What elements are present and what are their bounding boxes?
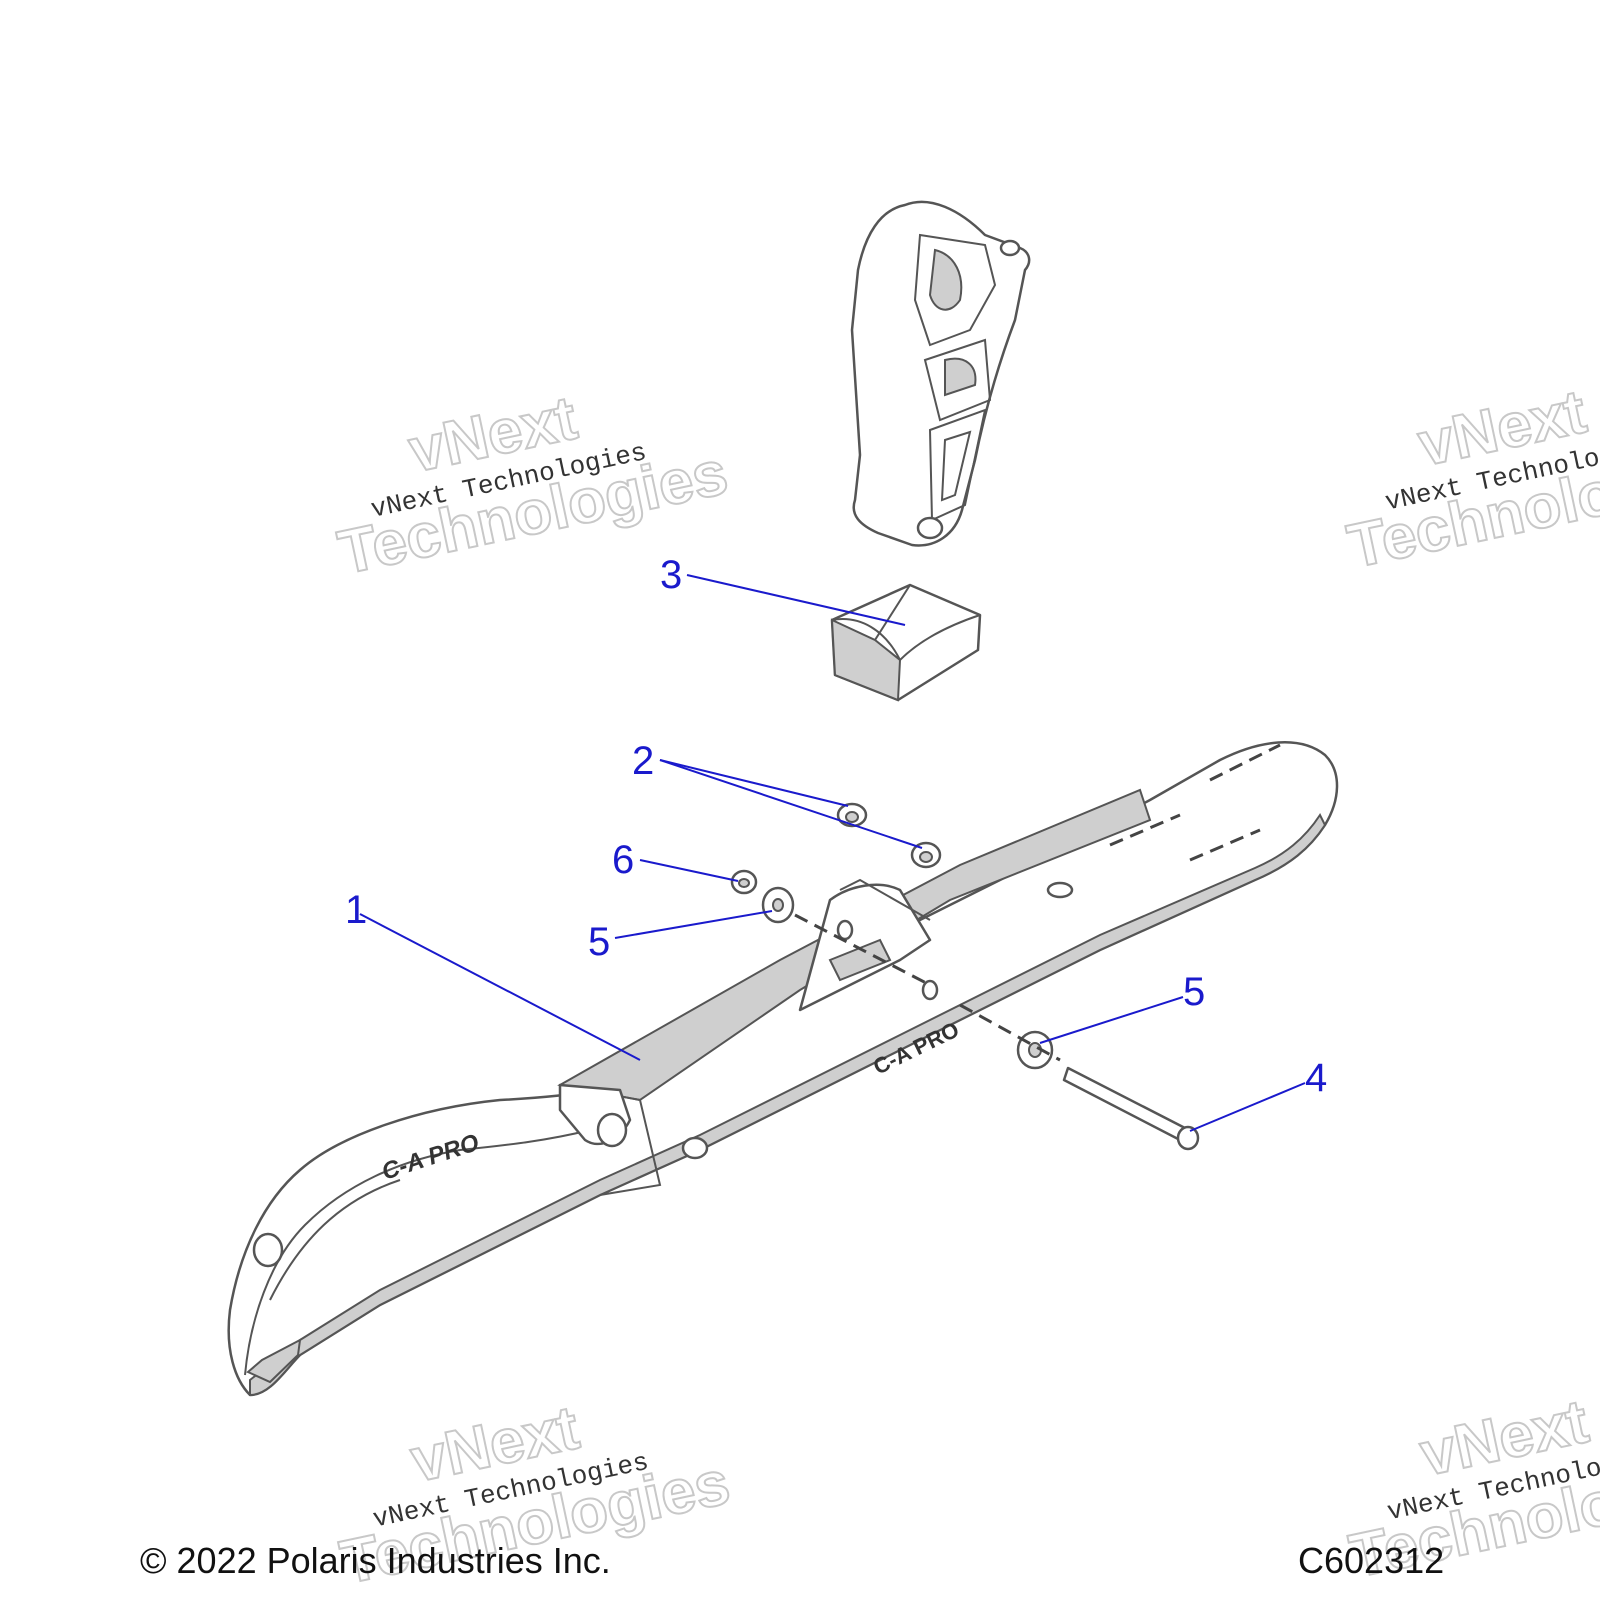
washer-lower bbox=[1016, 1030, 1054, 1070]
callout-5-lower: 5 bbox=[1183, 970, 1205, 1014]
leader-5b bbox=[1039, 996, 1184, 1044]
wear-pad bbox=[830, 583, 982, 702]
nut bbox=[730, 869, 758, 895]
leader-6 bbox=[639, 859, 739, 882]
watermark-top-right: vNext Technologies vNext Technologies bbox=[1341, 376, 1600, 582]
leader-lines bbox=[359, 574, 1306, 1132]
bolt bbox=[1062, 1066, 1200, 1151]
callout-3: 3 bbox=[660, 553, 682, 597]
leader-5a bbox=[614, 910, 773, 939]
bolt-axis-lower bbox=[959, 1003, 1061, 1062]
washer-upper bbox=[761, 886, 795, 924]
leader-3 bbox=[686, 574, 906, 626]
bushing-upper bbox=[836, 802, 868, 828]
callout-2: 2 bbox=[632, 739, 654, 783]
leader-2a bbox=[659, 759, 849, 807]
figure-id: C602312 bbox=[1298, 1540, 1445, 1581]
copyright-text: © 2022 Polaris Industries Inc. bbox=[140, 1540, 611, 1581]
bushing-lower bbox=[910, 841, 942, 869]
callout-5-upper: 5 bbox=[588, 920, 610, 964]
leader-2b bbox=[659, 759, 923, 849]
callout-6: 6 bbox=[612, 838, 634, 882]
spindle-bracket bbox=[850, 200, 1031, 547]
leader-1 bbox=[359, 913, 641, 1061]
leader-4 bbox=[1189, 1082, 1306, 1132]
bolt-axis-upper bbox=[794, 913, 931, 987]
callout-1: 1 bbox=[345, 888, 367, 932]
callout-4: 4 bbox=[1305, 1056, 1327, 1100]
ski: C-A PRO C-A PRO bbox=[227, 741, 1339, 1397]
